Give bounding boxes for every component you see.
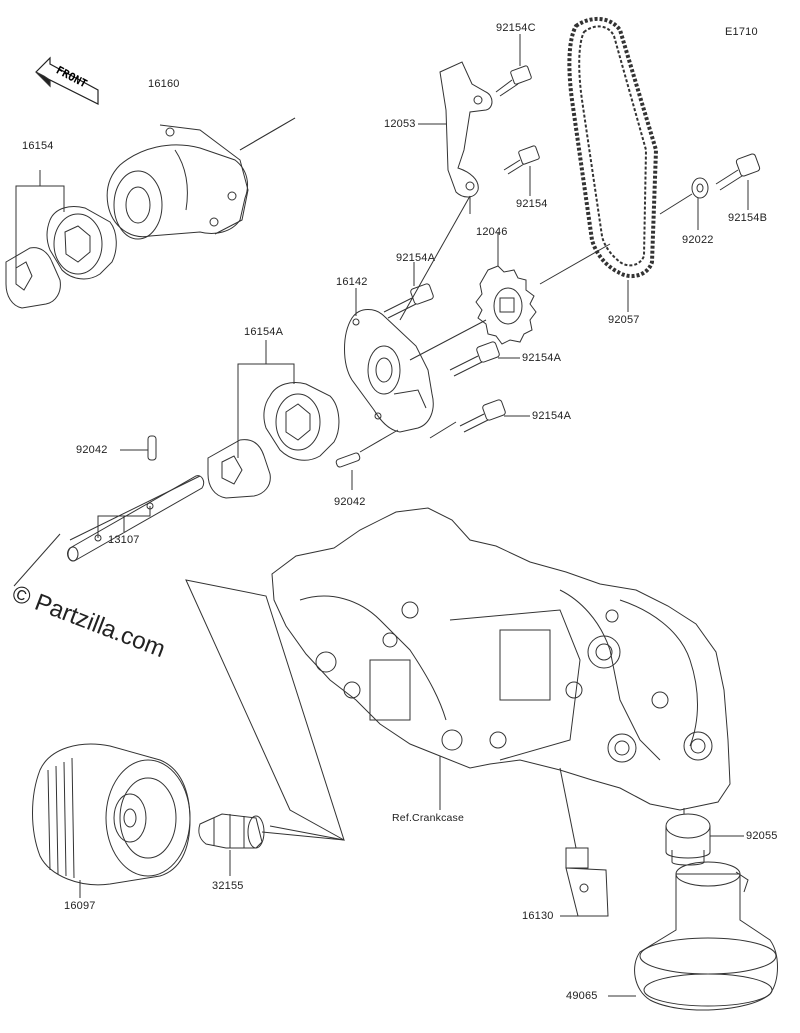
dowel-pin-left xyxy=(148,436,156,460)
label-16097: 16097 xyxy=(64,900,96,912)
label-16142: 16142 xyxy=(336,276,368,288)
label-92042-left: 92042 xyxy=(76,444,108,456)
drive-chain xyxy=(569,19,656,276)
oil-strainer xyxy=(635,862,778,1010)
bolt-92154A-mid xyxy=(450,341,500,376)
filter-pipe xyxy=(199,814,264,848)
inner-rotor-A xyxy=(208,440,270,498)
label-12046: 12046 xyxy=(476,226,508,238)
label-92057: 92057 xyxy=(608,314,640,326)
label-16154: 16154 xyxy=(22,140,54,152)
washer-92022 xyxy=(692,178,708,198)
oil-filter xyxy=(33,744,191,885)
bolt-92154C xyxy=(496,65,532,96)
bolt-92154B xyxy=(716,153,760,190)
drain-plug xyxy=(666,814,710,865)
pump-shaft xyxy=(68,476,204,561)
label-12053: 12053 xyxy=(384,118,416,130)
label-92154: 92154 xyxy=(516,198,548,210)
label-32155: 32155 xyxy=(212,880,244,892)
crankcase xyxy=(272,508,730,810)
ref-crankcase-label: Ref.Crankcase xyxy=(392,812,465,824)
label-16130: 16130 xyxy=(522,910,554,922)
front-label-box: FRONT xyxy=(54,64,90,91)
diagram-code: E1710 xyxy=(725,26,758,38)
label-16160: 16160 xyxy=(148,78,180,90)
label-92154C: 92154C xyxy=(496,22,536,34)
bolt-92154 xyxy=(504,145,540,174)
label-49065: 49065 xyxy=(566,990,598,1002)
pump-cover xyxy=(345,310,434,433)
inner-rotor xyxy=(6,248,60,308)
front-label: FRONT xyxy=(54,64,90,91)
oil-pump-body xyxy=(107,125,248,239)
outer-rotor-A xyxy=(264,383,339,461)
label-92042-center: 92042 xyxy=(334,496,366,508)
label-92154B: 92154B xyxy=(728,212,768,224)
label-92154A-mid: 92154A xyxy=(522,352,562,364)
dowel-pin-center xyxy=(335,452,360,468)
label-92154A-top: 92154A xyxy=(396,252,436,264)
label-13107: 13107 xyxy=(108,534,140,546)
chain-guide xyxy=(440,62,492,197)
label-16154A: 16154A xyxy=(244,326,284,338)
bolt-92154A-top xyxy=(384,283,434,318)
label-92154A-low: 92154A xyxy=(532,410,572,422)
bolt-92154A-low xyxy=(460,399,506,432)
sprocket xyxy=(476,266,536,344)
label-92022: 92022 xyxy=(682,234,714,246)
front-arrow-icon xyxy=(36,58,98,104)
fitting-nipple xyxy=(566,848,608,916)
label-92055: 92055 xyxy=(746,830,778,842)
outer-rotor xyxy=(47,207,116,279)
